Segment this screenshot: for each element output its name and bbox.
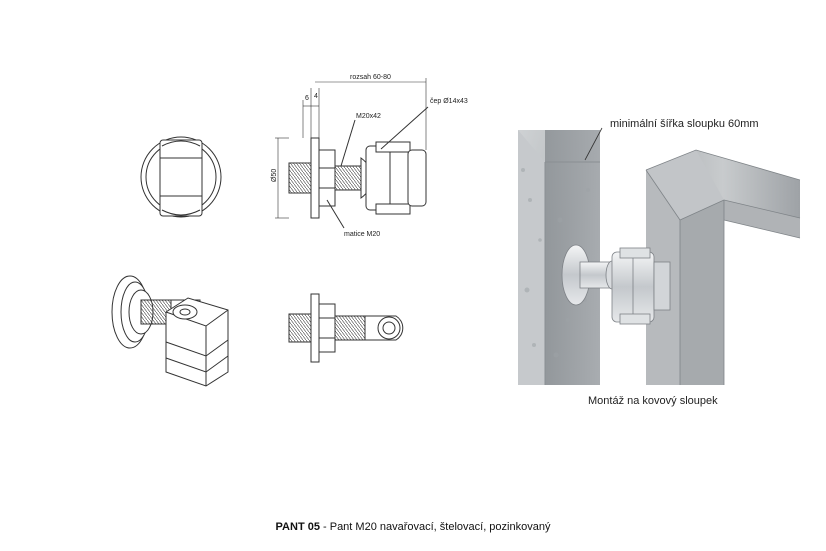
product-code: PANT 05 [275,521,320,533]
thread-label: M20x42 [356,113,381,120]
render-caption: Montáž na kovový sloupek [588,395,718,407]
dim-range-label: rozsah 60-80 [350,74,391,81]
dim-6-label: 6 [305,95,309,102]
product-description: - Pant M20 navařovací, štelovací, pozink… [319,521,551,533]
width-note-leader [584,127,603,161]
diameter-label: Ø50 [271,169,278,182]
pin-label: čep Ø14x43 [430,98,468,105]
width-note-label: minimální šířka sloupku 60mm [610,118,759,130]
installation-render [518,130,801,385]
top-view-drawing [288,293,404,363]
footer-caption: PANT 05 - Pant M20 navařovací, štelovací… [0,521,826,533]
side-view-drawing [275,78,429,229]
nut-label: matice M20 [344,231,380,238]
dim-4-label: 4 [314,93,318,100]
front-view-drawing [140,136,222,218]
isometric-view-drawing [111,275,229,387]
hinge-render [561,244,671,325]
